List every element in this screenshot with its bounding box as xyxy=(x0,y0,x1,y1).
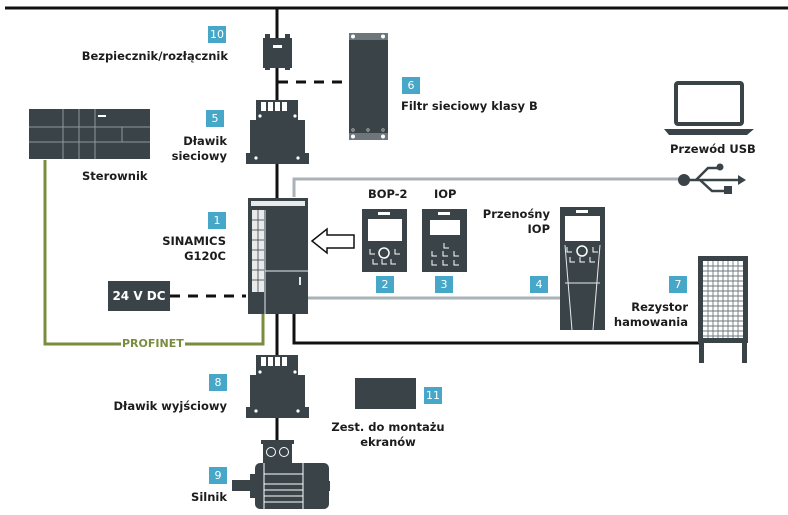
label-braking-resistor-line2: hamowania xyxy=(613,315,688,329)
badge-11: 11 xyxy=(424,387,442,404)
output-reactor-icon xyxy=(246,355,309,418)
label-line-reactor-line1: Dławik xyxy=(183,134,227,148)
profinet-line xyxy=(43,160,265,346)
label-bop2: BOP-2 xyxy=(368,187,408,201)
line-reactor-icon xyxy=(246,100,309,164)
dc-supply-box: 24 V DC xyxy=(108,281,170,311)
shield-kit-icon xyxy=(355,378,416,409)
inverter-icon xyxy=(248,198,308,314)
braking-resistor-icon xyxy=(698,256,748,363)
label-iop: IOP xyxy=(434,187,457,201)
badge-9: 9 xyxy=(209,467,227,484)
controller-plc-icon xyxy=(29,109,150,159)
label-inverter-line1: SINAMICS xyxy=(162,234,226,248)
label-usb-cable: Przewód USB xyxy=(670,142,756,156)
label-handheld-iop-line1: Przenośny xyxy=(482,207,550,221)
label-motor: Silnik xyxy=(191,490,227,504)
label-braking-resistor-line1: Rezystor xyxy=(631,300,688,314)
badge-3: 3 xyxy=(435,276,453,293)
badge-10: 10 xyxy=(208,26,226,43)
badge-6: 6 xyxy=(402,77,420,94)
usb-icon xyxy=(678,163,746,194)
label-fuse-disconnector: Bezpiecznik/rozłącznik xyxy=(81,49,228,63)
braking-line xyxy=(292,314,700,345)
handheld-iop-icon xyxy=(560,207,605,331)
label-inverter-line2: G120C xyxy=(184,249,226,263)
badge-2: 2 xyxy=(376,276,394,293)
label-inverter: SINAMICS G120C xyxy=(162,234,226,264)
label-handheld-iop-line2: IOP xyxy=(527,222,550,236)
laptop-icon xyxy=(664,81,754,135)
iop-panel-icon xyxy=(422,209,467,272)
label-shield-kit-line1: Zest. do montażu xyxy=(331,420,445,434)
badge-7: 7 xyxy=(669,276,687,293)
label-controller: Sterownik xyxy=(82,169,148,183)
badge-4: 4 xyxy=(530,276,548,293)
label-line-reactor-line2: sieciowy xyxy=(171,149,227,163)
insert-arrow-icon xyxy=(310,227,355,255)
label-shield-kit-line2: ekranów xyxy=(360,435,416,449)
badge-5: 5 xyxy=(206,110,224,127)
label-output-reactor: Dławik wyjściowy xyxy=(113,399,227,413)
label-handheld-iop: Przenośny IOP xyxy=(483,207,550,237)
line-filter-icon xyxy=(349,33,388,140)
badge-8: 8 xyxy=(209,374,227,391)
usb-line xyxy=(292,177,690,197)
motor-icon xyxy=(232,440,330,509)
fuse-disconnector-icon xyxy=(263,34,292,70)
label-profinet: PROFINET xyxy=(121,337,185,350)
label-braking-resistor: Rezystor hamowania xyxy=(614,300,688,330)
label-line-filter: Filtr sieciowy klasy B xyxy=(401,99,538,113)
bop2-panel-icon xyxy=(362,209,407,272)
label-shield-kit: Zest. do montażu ekranów xyxy=(318,420,458,450)
label-line-reactor: Dławik sieciowy xyxy=(172,134,227,164)
badge-1: 1 xyxy=(208,212,226,229)
